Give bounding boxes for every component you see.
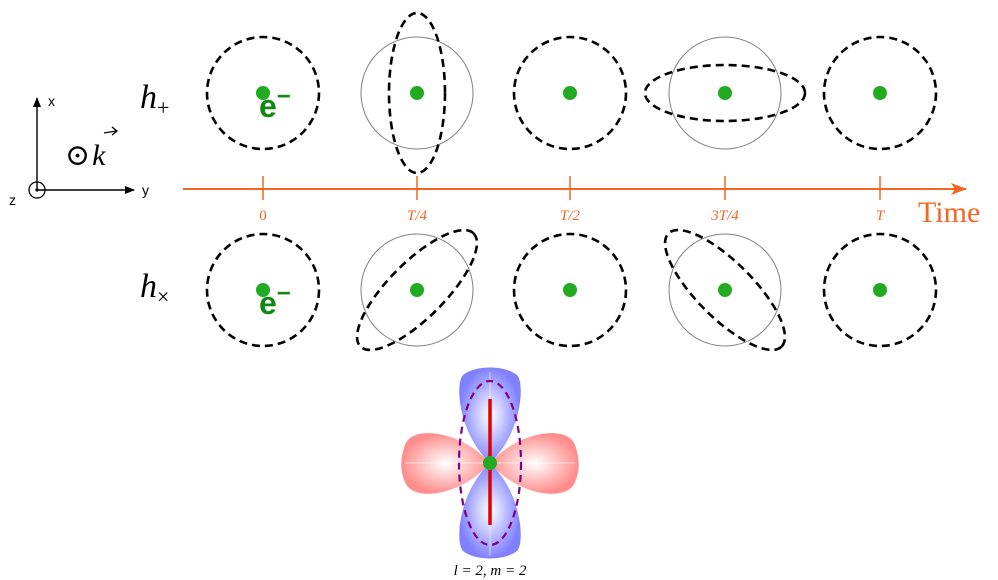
orbital-diagram: l = 2, m = 2 xyxy=(401,368,579,580)
timeline: 0 T/4 T/2 3T/4 T Time xyxy=(183,176,980,229)
tick-label-2: T/2 xyxy=(560,208,581,224)
x-axis-label: x xyxy=(48,93,55,109)
electron-label-plus: e− xyxy=(259,83,291,124)
particle-plus-t1 xyxy=(410,86,424,100)
h-cross-subscript: × xyxy=(157,284,169,309)
orbital-caption: l = 2, m = 2 xyxy=(454,563,527,579)
axis-triad: x y z ⊙k xyxy=(9,93,149,208)
h-plus-symbol: h xyxy=(140,79,157,116)
h-cross-symbol: h xyxy=(140,268,157,305)
z-axis-label: z xyxy=(9,192,16,208)
y-axis-label: y xyxy=(142,182,149,198)
electron-symbol-cross: e xyxy=(259,285,277,321)
h-plus-row: e− xyxy=(207,13,936,173)
tick-label-3: 3T/4 xyxy=(710,208,739,224)
tick-label-0: 0 xyxy=(259,208,267,224)
wave-vector-k: k xyxy=(92,139,106,172)
h-plus-label: h+ xyxy=(140,79,169,120)
electron-charge-cross: − xyxy=(277,280,291,307)
electron-symbol-plus: e xyxy=(259,88,277,124)
out-of-page-symbol: ⊙ xyxy=(65,139,90,172)
orbital-particle xyxy=(483,456,497,470)
electron-label-cross: e− xyxy=(259,280,291,321)
particle-cross-t2 xyxy=(563,283,577,297)
tick-label-4: T xyxy=(876,208,886,224)
time-axis-title: Time xyxy=(918,196,980,229)
h-plus-subscript: + xyxy=(157,95,169,120)
particle-plus-t3 xyxy=(718,86,732,100)
h-cross-row: e− xyxy=(207,214,936,367)
particle-plus-t2 xyxy=(563,86,577,100)
particle-plus-t4 xyxy=(873,86,887,100)
particle-cross-t4 xyxy=(873,283,887,297)
particle-cross-t3 xyxy=(718,283,732,297)
wave-vector-label: ⊙k xyxy=(65,139,106,172)
electron-charge-plus: − xyxy=(277,83,291,110)
h-cross-label: h× xyxy=(140,268,169,309)
tick-label-1: T/4 xyxy=(407,208,428,224)
particle-cross-t1 xyxy=(410,283,424,297)
z-axis-dot xyxy=(35,188,38,191)
